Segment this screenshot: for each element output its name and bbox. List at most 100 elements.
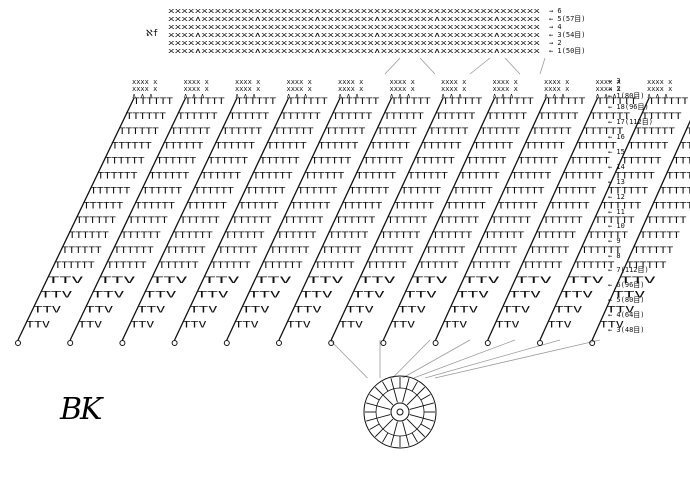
motif-stitch (411, 381, 418, 392)
wedge-header-stitches: xxxx x (390, 78, 415, 86)
top-band-side-mark: ℵf (146, 29, 158, 39)
wedge-header-stitches: xxxx x (544, 85, 569, 93)
guide-line (329, 339, 368, 379)
wedge-stitch-row: TTTTTT (170, 127, 210, 137)
top-band-row: xxxx∧xxxxxxxx∧xxxxxxxx∧xxxxxxxx∧xxxxxxxx… (168, 14, 541, 23)
wedge-stitch-row: TTV (391, 321, 415, 331)
wedge-stitch-row: TTTTTT (556, 186, 596, 196)
wedge-stitch-row: TTTTTT (640, 231, 680, 241)
wedge-stitch-row: TTV (40, 291, 72, 301)
wedge-stitch-row: TTTTTT (76, 216, 116, 226)
wedge-stitch-row: TTTTTT (391, 97, 431, 107)
top-band-row: xxxx∧xxxxxxxx∧xxxxxxxx∧xxxxxxxx∧xxxxxxxx… (168, 30, 541, 39)
wedge-stitch-row: TTTTTT (581, 246, 621, 256)
wedge-chain-edge (435, 97, 547, 341)
wedge-stitch-row: TTTTTT (642, 112, 682, 122)
wedge-stitch-row: TTTTTT (550, 201, 590, 211)
wedge-stitch-row: TTTTTT (332, 112, 372, 122)
wedge-header-stitches: ∧ ∧ ∧ (338, 92, 359, 100)
wedge-stitch-row: TTTTTT (218, 246, 258, 256)
wedge-stitch-row: TTV (256, 276, 292, 286)
chart-wedge: xxxx xxxxx x∧ ∧ ∧TTTTTTTTTTTTTTTTTTTTTTT… (223, 78, 379, 346)
chart-wedge: xxxx xxxxx x∧ ∧ ∧TTTTTTTTTTTTTTTTTTTTTTT… (589, 119, 690, 346)
wedge-start-loop (15, 340, 21, 346)
main-row-label: ← 15 (608, 148, 625, 156)
wedge-stitch-row: TTV (554, 306, 582, 316)
wedge-stitch-row: TTTTTT (297, 186, 337, 196)
wedge-header-stitches: xxxx x (544, 78, 569, 86)
wedge-stitch-row: TTV (548, 321, 572, 331)
wedge-stitch-row: TTTTTT (545, 97, 585, 107)
wedge-header-stitches: xxxx x (493, 78, 518, 86)
wedge-header-stitches: ∧ ∧ ∧ (441, 92, 462, 100)
wedge-start-loop (537, 340, 543, 346)
wedge-stitch-row: TTTTTT (419, 261, 459, 271)
motif-center (396, 408, 404, 416)
wedge-chain-edge (121, 97, 238, 341)
wedge-stitch-row: TTTTTT (428, 127, 468, 137)
chart-wedge: xxxx xxxxx x∧ ∧ ∧TTTTTTTTTTTTTTTTTTTTTTT… (15, 78, 173, 346)
wedge-stitch-row: TTV (33, 306, 61, 316)
wedge-stitch-row: TTV (287, 321, 311, 331)
main-row-label: ← 8 (608, 252, 621, 260)
wedge-chain-edge (278, 97, 393, 341)
main-row-label: ← 3 (608, 77, 621, 85)
wedge-stitch-row: TTTTTT (166, 246, 206, 256)
wedge-header-stitches: ∧ ∧ ∧ (184, 92, 205, 100)
wedge-stitch-row: TTTTTT (269, 246, 309, 256)
wedge-stitch-row: TTTTTT (119, 127, 159, 137)
guide-line (424, 339, 561, 379)
wedge-stitch-row: TTV (398, 306, 426, 316)
motif-stitch (406, 386, 426, 406)
wedge-start-loop (484, 340, 491, 346)
wedge-stitch-row: TTTTTT (408, 172, 448, 182)
wedge-stitch-row: TTTTTT (536, 231, 576, 241)
wedge-header-stitches: xxxx x (390, 85, 415, 93)
wedge-stitch-row: TTV (353, 291, 385, 301)
wedge-stitch-row: TTV (339, 321, 363, 331)
guide-line (384, 57, 401, 75)
wedge-stitch-row: TTTTTT (686, 127, 690, 137)
wedge-stitch-row: TTV (85, 306, 113, 316)
wedge-chain-edge (330, 97, 444, 341)
wedge-start-loop (589, 340, 596, 346)
wedge-chain-edge (226, 97, 341, 341)
wedge-stitch-row: TTV (450, 306, 478, 316)
wedge-stitch-row: TTTTTT (288, 97, 328, 107)
wedge-stitch-row: TTTTTT (163, 142, 203, 152)
main-row-label: ← 9 (608, 237, 621, 245)
wedge-stitch-row: TTTTTT (211, 261, 251, 271)
wedge-stitch-row: TTV (568, 276, 604, 286)
wedge-stitch-row: TTTTTT (178, 112, 218, 122)
guide-line (392, 339, 431, 379)
wedge-stitch-row: TTTTTT (335, 216, 375, 226)
motif-outer-ring (363, 375, 437, 449)
wedge-header-stitches: ∧ ∧ ∧ (390, 92, 411, 100)
wedge-stitch-row: TTTTTT (470, 261, 510, 271)
main-row-label: ← 16 (608, 133, 625, 141)
motif-inner-ring (390, 402, 410, 422)
round-motif-diagram (363, 375, 437, 449)
wedge-header-stitches: xxxx x (338, 78, 363, 86)
wedge-stitch-row: TTTTTT (401, 186, 441, 196)
wedge-stitch-row: TTTTTT (180, 216, 220, 226)
main-chart-row-labels: ← 3→ 2← 1(80目)← 18(96目)← 17(112目)← 16← 1… (608, 77, 653, 334)
wedge-stitch-row: TTTTTT (69, 231, 109, 241)
wedge-stitch-row: TTTTTT (633, 246, 673, 256)
wedge-header-stitches: ∧ ∧ ∧ (287, 92, 308, 100)
main-row-label: ← 3(48目) (608, 326, 645, 334)
wedge-stitch-row: TTTTTT (225, 231, 265, 241)
wedge-stitch-row: TTTTTT (653, 201, 690, 211)
motif-stitch (390, 378, 398, 403)
top-band-row: xxxx∧xxxxxxxx∧xxxxxxxx∧xxxxxxxx∧xxxxxxxx… (168, 46, 541, 55)
wedge-start-loop (380, 340, 387, 346)
wedge-chain-edge (17, 97, 135, 341)
main-row-label: ← 13 (608, 178, 625, 186)
wedge-header-stitches: xxxx x (287, 85, 312, 93)
guide-line (469, 57, 491, 75)
wedge-stitch-row: TTTTTT (487, 112, 527, 122)
chart-wedge: xxxx xxxxx x∧ ∧ ∧TTTTTTTTTTTTTTTTTTTTTTT… (119, 78, 276, 346)
wedge-stitch-row: TTTTTT (442, 97, 482, 107)
wedge-chain-edge (539, 97, 650, 341)
top-band-row: xxxxxxxxxxxxxxxxxxxxxxxxxxxxxxxxxxxxxxxx… (168, 38, 541, 47)
